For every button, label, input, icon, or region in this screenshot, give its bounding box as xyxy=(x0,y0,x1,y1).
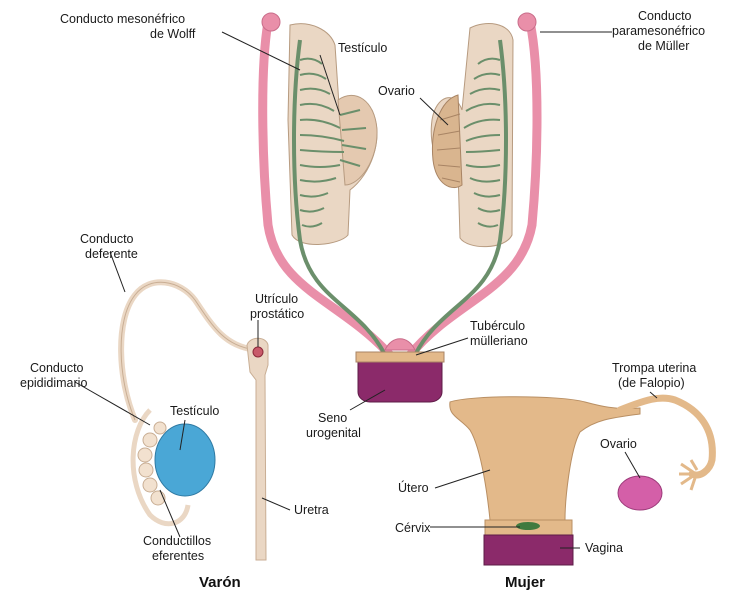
label-seno-line1: Seno xyxy=(318,411,347,425)
urogenital-sinus-top xyxy=(358,358,442,402)
label-muller-line2: paramesonéfrico xyxy=(612,24,705,38)
label-muller-line3: de Müller xyxy=(638,39,689,53)
label-vagina: Vagina xyxy=(585,541,623,555)
label-deferente-line2: deferente xyxy=(85,247,138,261)
left-muller-ostium xyxy=(262,13,280,31)
label-utero: Útero xyxy=(398,480,429,495)
cervical-os xyxy=(516,522,540,530)
caption-male: Varón xyxy=(199,574,241,591)
label-epididimario-line1: Conducto xyxy=(30,361,84,375)
mullerian-tubercle xyxy=(385,339,415,350)
right-muller-ostium xyxy=(518,13,536,31)
label-trompa-line2: (de Falopio) xyxy=(618,376,685,390)
uterus xyxy=(450,397,640,520)
female-derivatives xyxy=(450,397,713,565)
vagina xyxy=(484,535,573,565)
label-utriculo-line1: Utrículo xyxy=(255,292,298,306)
urogenital-sinus-rim xyxy=(356,352,444,362)
label-wolff-line2: de Wolff xyxy=(150,27,196,41)
label-seno-line2: urogenital xyxy=(306,426,361,440)
label-testiculo-top: Testículo xyxy=(338,41,387,55)
label-trompa-line1: Trompa uterina xyxy=(612,361,696,375)
prostatic-utricle xyxy=(253,347,263,357)
label-ovario-top: Ovario xyxy=(378,84,415,98)
label-conductillos-line2: eferentes xyxy=(152,549,204,563)
vas-deferens xyxy=(121,282,255,420)
label-uretra: Uretra xyxy=(294,503,329,517)
vas-deferens-outline xyxy=(121,282,255,420)
caption-female: Mujer xyxy=(505,574,545,591)
male-urethra xyxy=(247,338,268,560)
label-muller-line1: Conducto xyxy=(638,9,692,23)
label-utriculo-line2: prostático xyxy=(250,307,304,321)
label-cervix: Cérvix xyxy=(395,521,431,535)
label-deferente-line1: Conducto xyxy=(80,232,134,246)
label-ovario-female: Ovario xyxy=(600,437,637,451)
label-conductillos-line1: Conductillos xyxy=(143,534,211,548)
label-wolff-line1: Conducto mesonéfrico xyxy=(60,12,185,26)
label-tuberculo-line1: Tubérculo xyxy=(470,319,525,333)
label-epididimario-line2: epididimario xyxy=(20,376,87,390)
female-ovary xyxy=(618,476,662,510)
label-testiculo-male: Testículo xyxy=(170,404,219,418)
label-tuberculo-line2: mülleriano xyxy=(470,334,528,348)
male-testis xyxy=(155,424,215,496)
